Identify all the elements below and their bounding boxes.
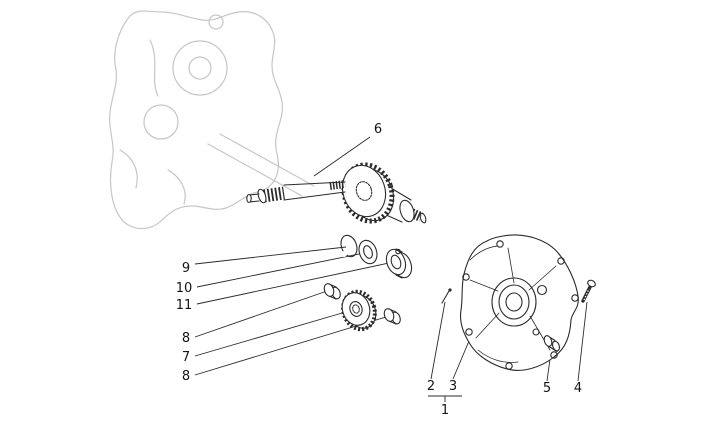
crankcase-bore-large [172,40,228,96]
crankcase-bore-small [143,104,179,140]
shaft-ghost-line [207,143,303,197]
screw-item4 [581,279,596,303]
leader-lines [194,136,588,402]
shaft-spline-section [329,180,346,190]
crankcase-boss-hole [208,14,224,30]
callouts: 6 9 10 11 8 7 8 2 3 1 5 4 [176,122,582,418]
gear-face [341,164,387,218]
spacer-item8-right [383,308,401,325]
cover-bearing-seat [491,277,537,327]
gear-item7 [341,289,377,332]
callout-5: 5 [543,381,551,396]
shaft-tip [246,193,252,204]
pinion-teeth [263,186,285,203]
gearbox-cover [459,234,579,371]
cover-bearing-seat-inner [505,292,523,312]
plug-item5 [543,334,561,353]
hub-end [399,199,415,223]
cover-ribs [469,247,557,351]
callout-7: 7 [182,350,190,365]
gear7-face [341,292,371,326]
bearing-item11 [385,248,413,279]
gear-teeth [341,162,395,224]
callout-1: 1 [441,403,449,418]
spacer-item8-left [323,283,341,300]
spline-ridges [407,207,423,222]
washer-item10 [358,239,378,265]
crankcase-outline [109,10,315,230]
main-gear-shaft [246,162,427,224]
callout-2: 2 [427,379,435,394]
pin-item2 [441,288,452,304]
crankcase-bore-inner [188,56,212,80]
callout-10: 10 [176,281,193,296]
shaft-ghost-line [219,133,315,187]
gear-spline-bore [355,181,373,201]
pinion-end [257,188,267,204]
callout-3: 3 [449,379,457,394]
spline-tip [419,212,427,224]
bearing-ball [395,248,401,255]
callout-8a: 8 [182,331,190,346]
screw-head [587,279,596,288]
callout-6: 6 [374,122,382,137]
cover-bolt-holes [462,240,579,370]
callout-11: 11 [176,298,193,313]
callout-9: 9 [182,261,190,276]
callout-4: 4 [574,381,582,396]
circlip-item9 [340,234,358,258]
callout-8b: 8 [182,369,190,384]
cover-bearing-seat-mid [498,284,530,320]
